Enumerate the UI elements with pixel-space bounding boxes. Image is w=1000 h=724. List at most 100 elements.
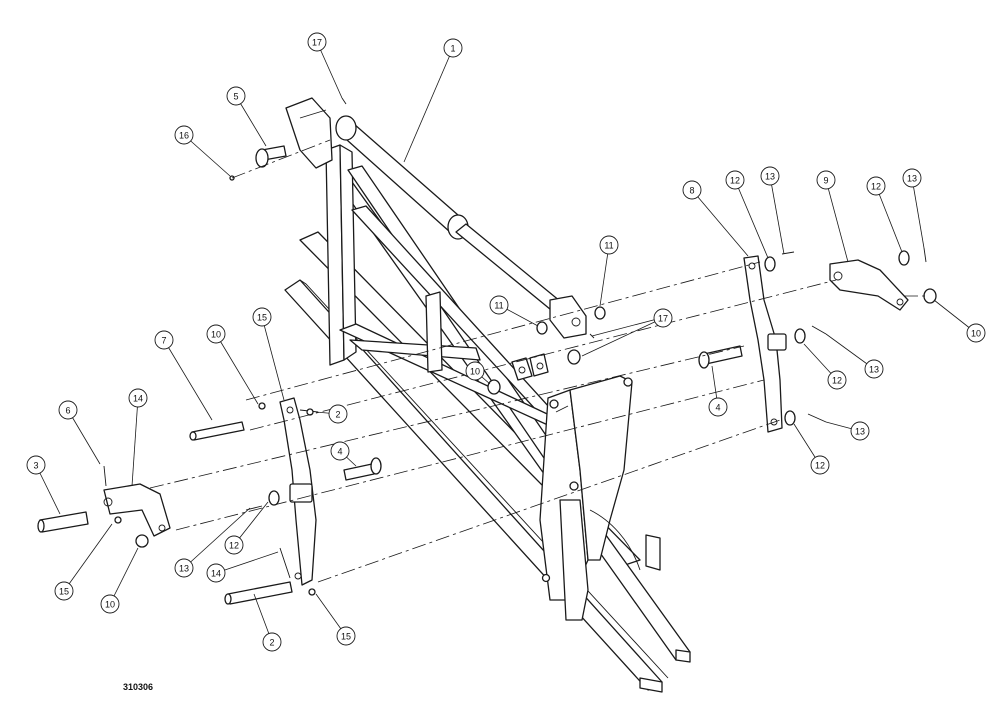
callout-circle — [599, 235, 619, 255]
callout-circle — [226, 86, 246, 106]
callout-label: 11 — [604, 241, 613, 251]
callout-label: 12 — [815, 461, 825, 471]
callout-2: 2 — [262, 632, 282, 652]
callout-label: 10 — [211, 330, 221, 340]
callout-circle — [708, 397, 728, 417]
hydraulic-cylinder — [335, 115, 587, 339]
callout-17: 17 — [653, 308, 673, 328]
callout-7: 7 — [154, 330, 174, 350]
callout-label: 6 — [65, 406, 70, 416]
callout-circle — [810, 455, 830, 475]
callout-12: 12 — [224, 535, 244, 555]
callout-label: 9 — [823, 176, 828, 186]
callout-circle — [653, 308, 673, 328]
callout-circle — [816, 170, 836, 190]
assembly-lines — [149, 139, 928, 583]
callout-label: 2 — [269, 638, 274, 648]
callout-label: 15 — [341, 632, 351, 642]
callout-10: 10 — [206, 324, 226, 344]
callout-14: 14 — [206, 563, 226, 583]
callout-11: 11 — [599, 235, 619, 255]
callout-label: 15 — [257, 313, 267, 323]
callout-label: 10 — [971, 329, 981, 339]
callout-circle — [206, 324, 226, 344]
callout-circle — [224, 535, 244, 555]
callout-9: 9 — [816, 170, 836, 190]
callout-10: 10 — [465, 361, 485, 381]
callout-circle — [336, 626, 356, 646]
callout-10: 10 — [966, 323, 986, 343]
callout-circle — [465, 361, 485, 381]
callout-label: 7 — [161, 336, 166, 346]
callout-3: 3 — [26, 455, 46, 475]
callout-16: 16 — [174, 125, 194, 145]
callout-circle — [174, 558, 194, 578]
callout-8: 8 — [682, 180, 702, 200]
callout-circle — [902, 168, 922, 188]
callout-17: 17 — [307, 32, 327, 52]
callout-circle — [850, 421, 870, 441]
callout-label: 13 — [907, 174, 917, 184]
callout-label: 1 — [450, 44, 455, 54]
callout-11: 11 — [489, 295, 509, 315]
callout-label: 3 — [33, 461, 38, 471]
callout-circle — [307, 32, 327, 52]
callout-label: 5 — [233, 92, 238, 102]
callout-circle — [827, 370, 847, 390]
callout-label: 4 — [715, 403, 720, 413]
hardware-parts — [37, 97, 937, 605]
callout-circle — [866, 176, 886, 196]
callout-circle — [330, 441, 350, 461]
figure-id: 310306 — [123, 682, 153, 692]
callout-circle — [252, 307, 272, 327]
callout-15: 15 — [54, 581, 74, 601]
callout-label: 12 — [229, 541, 239, 551]
callout-circle — [128, 388, 148, 408]
callout-label: 14 — [133, 394, 143, 404]
callout-circle — [58, 400, 78, 420]
callout-label: 8 — [689, 186, 694, 196]
callout-circle — [54, 581, 74, 601]
callout-bubbles: 1 17 5 16 8 12 13 9 12 13 11 11 17 10 10 15 7 2 14 6 3 15 10 4 1… — [26, 32, 986, 652]
callout-4: 4 — [708, 397, 728, 417]
callout-15: 15 — [336, 626, 356, 646]
callout-circle — [725, 170, 745, 190]
callout-2: 2 — [328, 404, 348, 424]
callout-circle — [328, 404, 348, 424]
callout-circle — [100, 594, 120, 614]
callout-label: 11 — [494, 301, 503, 311]
callout-5: 5 — [226, 86, 246, 106]
callout-label: 12 — [832, 376, 842, 386]
callout-label: 14 — [211, 569, 221, 579]
callout-circle — [262, 632, 282, 652]
callout-circle — [489, 295, 509, 315]
callout-circle — [682, 180, 702, 200]
callout-13: 13 — [864, 359, 884, 379]
callout-10: 10 — [100, 594, 120, 614]
figure-number: 310306 — [123, 682, 153, 692]
callout-4: 4 — [330, 441, 350, 461]
callout-12: 12 — [827, 370, 847, 390]
callout-label: 17 — [312, 38, 322, 48]
callout-label: 12 — [871, 182, 881, 192]
callout-1: 1 — [443, 38, 463, 58]
callout-13: 13 — [902, 168, 922, 188]
callout-label: 4 — [337, 447, 342, 457]
callout-circle — [760, 166, 780, 186]
callout-12: 12 — [810, 455, 830, 475]
callout-15: 15 — [252, 307, 272, 327]
callout-label: 15 — [59, 587, 69, 597]
callout-label: 13 — [179, 564, 189, 574]
callout-circle — [174, 125, 194, 145]
callout-circle — [206, 563, 226, 583]
callout-circle — [443, 38, 463, 58]
callout-label: 10 — [470, 367, 480, 377]
callout-label: 12 — [730, 176, 740, 186]
callout-circle — [864, 359, 884, 379]
callout-label: 13 — [855, 427, 865, 437]
callout-label: 13 — [765, 172, 775, 182]
callout-label: 16 — [179, 131, 189, 141]
callout-12: 12 — [866, 176, 886, 196]
callout-circle — [26, 455, 46, 475]
